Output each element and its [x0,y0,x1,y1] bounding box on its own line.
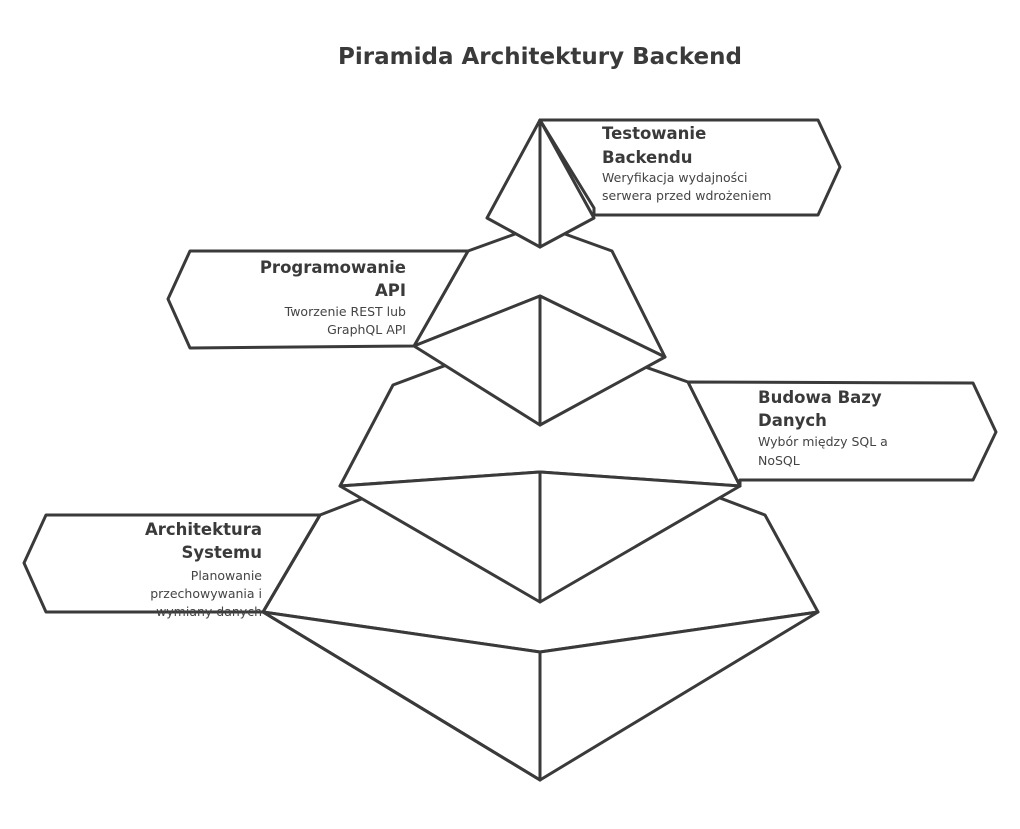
callout-3-title-line-1: Budowa Bazy [758,388,882,407]
callout-budowa-bazy-danych: Budowa Bazy Danych Wybór między SQL a No… [686,380,998,488]
callout-architektura-systemu: Architektura Systemu Planowanie przechow… [22,513,322,619]
callout-4-box [22,513,322,614]
callout-2-desc-line-2: GraphQL API [327,322,406,337]
callout-1-desc-line-1: Weryfikacja wydajności [602,170,748,185]
callout-3-title-line-2: Danych [758,411,827,430]
diagram-title: Piramida Architektury Backend [338,44,742,70]
callout-1-title-line-2: Backendu [602,148,693,167]
pyramid-level-3-right-face [538,470,742,604]
pyramid-level-1-left-face [485,118,542,249]
callout-programowanie-api: Programowanie API Tworzenie REST lub Gra… [166,249,470,350]
callout-4-title-line-1: Architektura [145,520,262,539]
callout-testowanie-backendu: Testowanie Backendu Weryfikacja wydajnoś… [538,118,842,217]
callout-3-desc-line-1: Wybór między SQL a [758,434,888,449]
callout-2-desc-line-1: Tworzenie REST lub [284,304,406,319]
callout-4-desc-line-3: wymiany danych [156,604,262,619]
pyramid-level-2-right-face [538,294,667,427]
pyramid-level-2 [412,223,667,427]
pyramid-level-4-right-face [538,610,820,782]
callout-4-desc-line-2: przechowywania i [150,586,262,601]
callout-1-desc-line-2: serwera przed wdrożeniem [602,188,771,203]
callout-4-title-line-2: Systemu [182,543,262,562]
callout-3-box [686,380,998,488]
callout-2-title-line-2: API [375,281,406,300]
callout-4-desc-line-1: Planowanie [191,568,263,583]
pyramid-level-1-right-face [538,118,596,249]
callout-1-box [538,118,842,217]
callout-2-title-line-1: Programowanie [260,258,406,277]
pyramid-level-1 [485,118,596,249]
callout-2-box [166,249,470,350]
callout-3-desc-line-2: NoSQL [758,453,800,468]
pyramid-level-3 [338,328,742,604]
pyramid-level-4-left-edge [261,513,542,782]
callout-1-title-line-1: Testowanie [602,124,706,143]
